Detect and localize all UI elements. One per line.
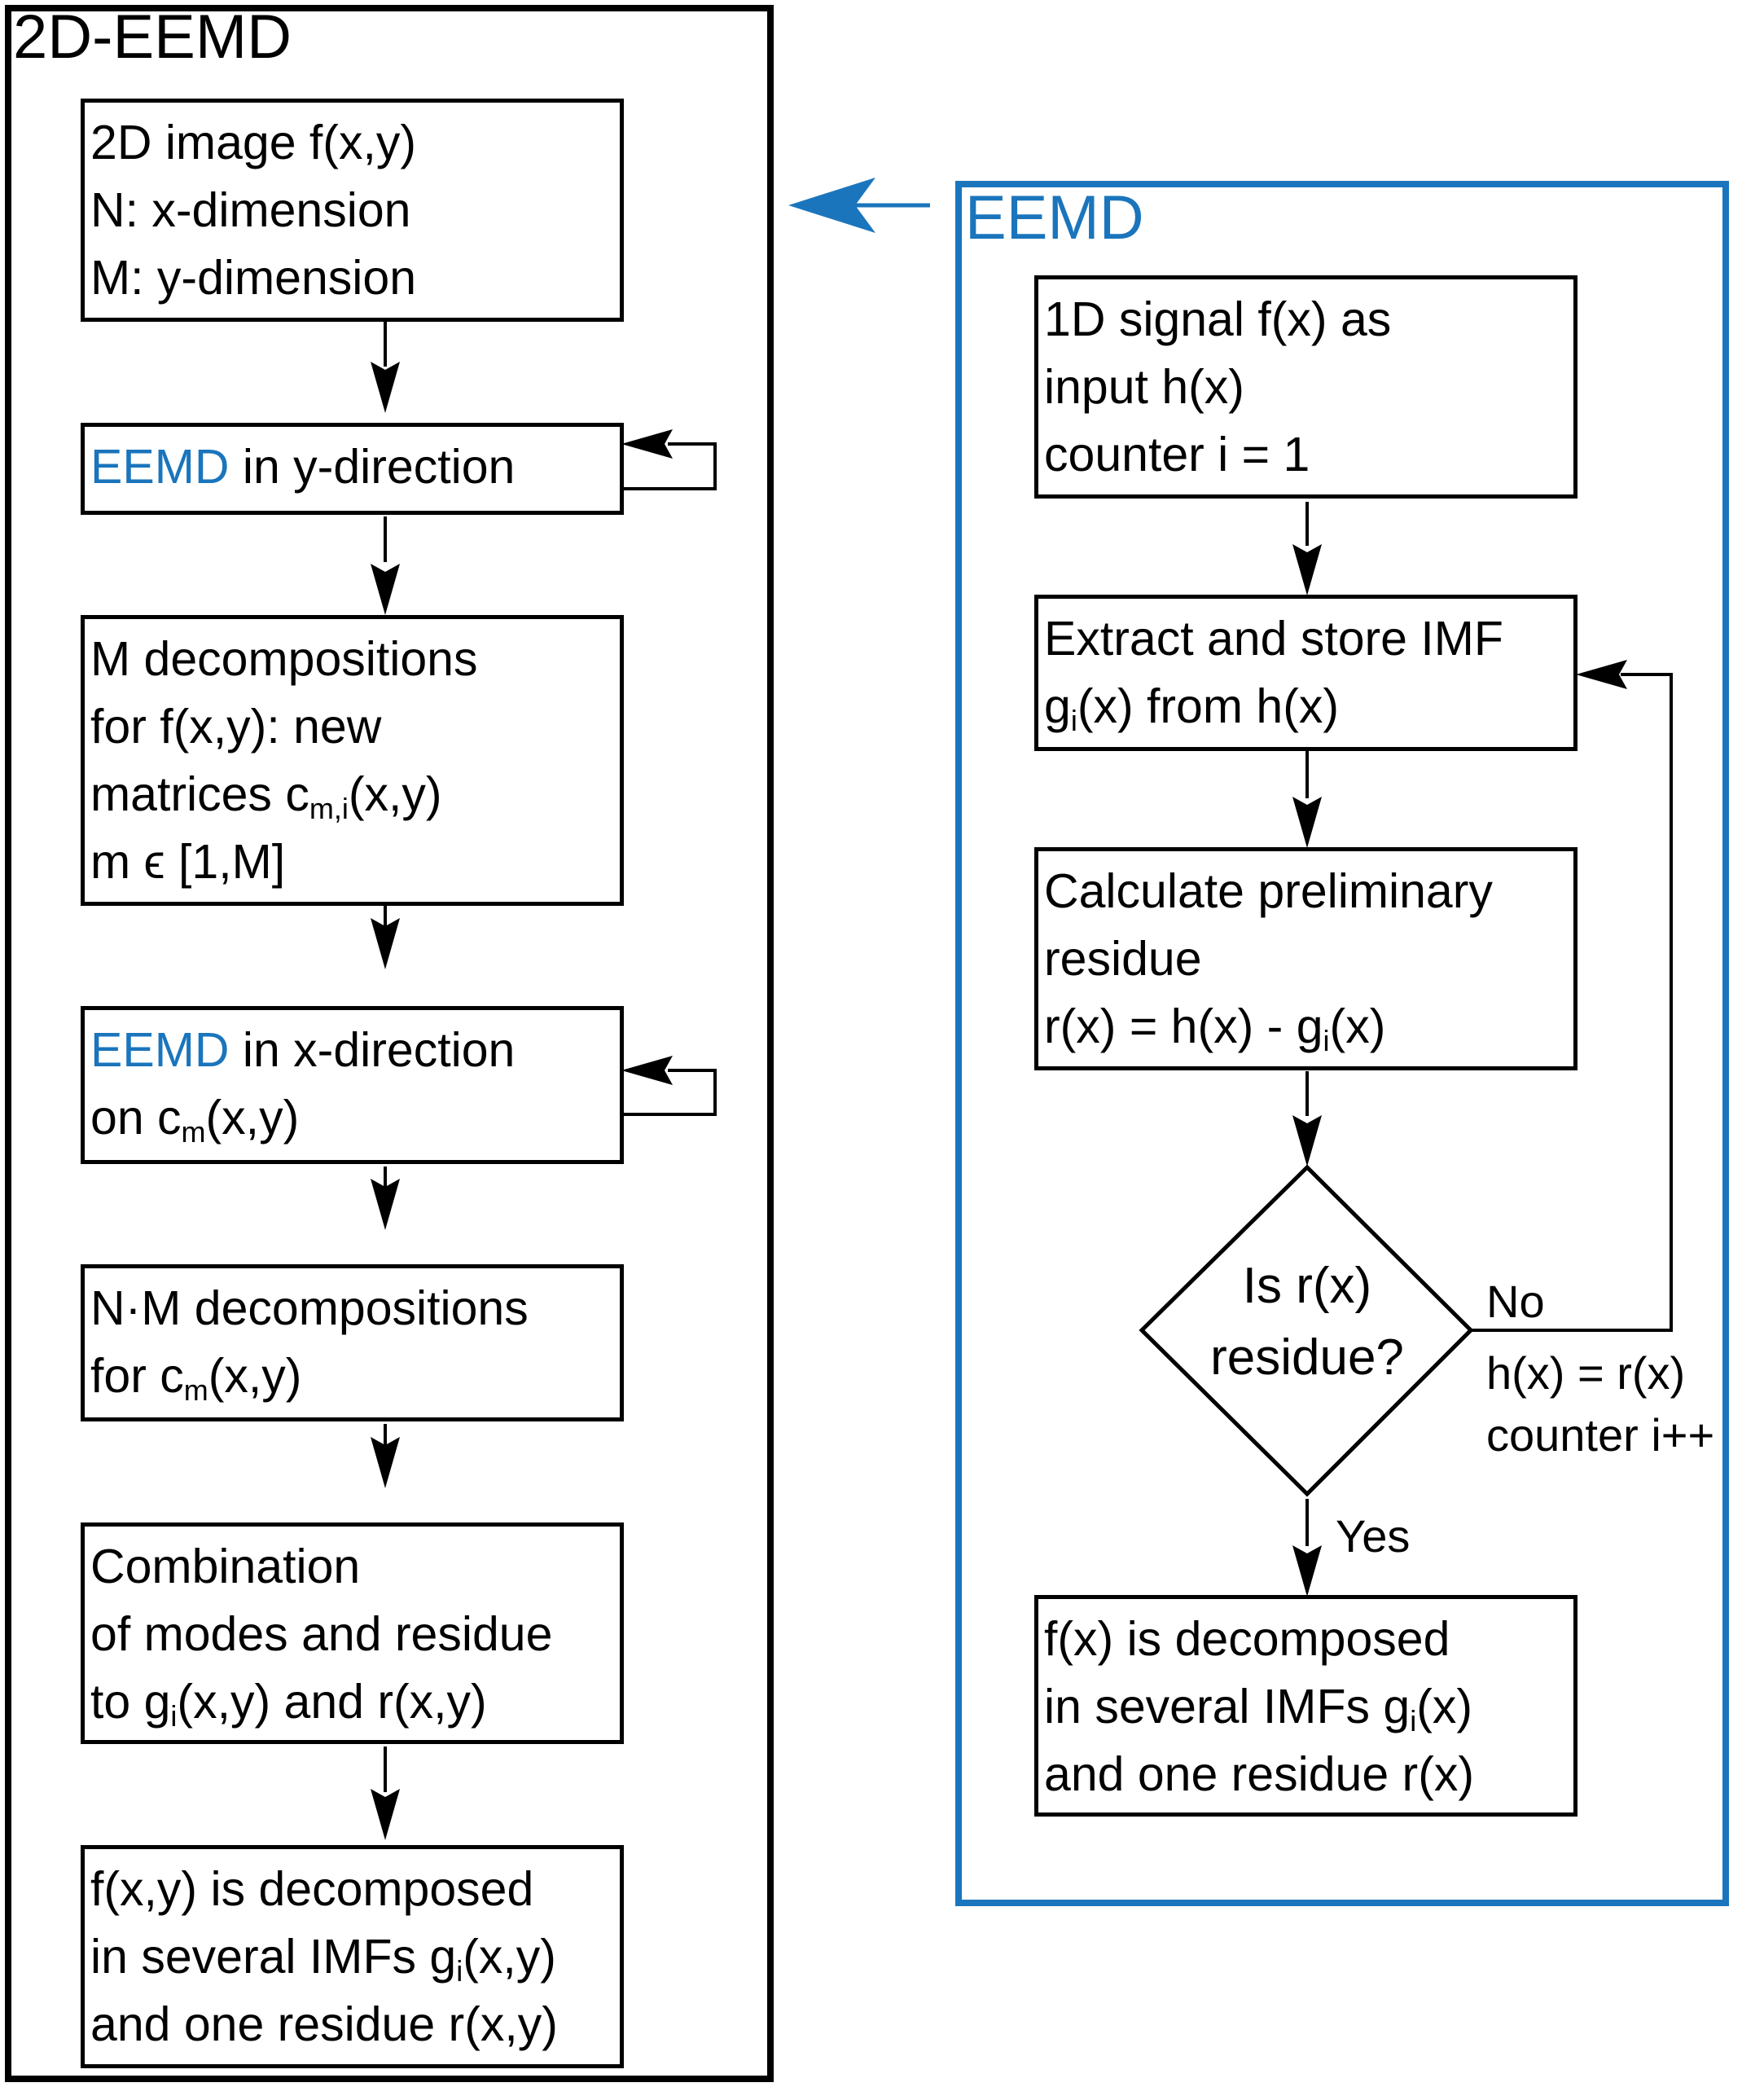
panel-eemd bbox=[955, 181, 1729, 1906]
panel-title-2d-eemd: 2D-EEMD bbox=[13, 2, 292, 72]
eemd-highlight: EEMD bbox=[90, 1023, 230, 1077]
box-eemd-x-direction: EEMD in x-direction on cm(x,y) bbox=[81, 1006, 624, 1164]
box-nm-decompositions: N·M decompositions for cm(x,y) bbox=[81, 1264, 624, 1421]
box-2d-result: f(x,y) is decomposed in several IMFs gi(… bbox=[81, 1845, 624, 2068]
box-1d-signal-input: 1D signal f(x) as input h(x) counter i =… bbox=[1034, 275, 1578, 499]
arrowheads bbox=[371, 178, 1627, 1840]
label-update-counter: counter i++ bbox=[1486, 1409, 1715, 1461]
eemd-highlight: EEMD bbox=[90, 440, 230, 494]
decision-text: Is r(x) residue? bbox=[1210, 1258, 1404, 1386]
box-preliminary-residue: Calculate preliminary residue r(x) = h(x… bbox=[1034, 847, 1578, 1070]
box-m-decompositions: M decompositions for f(x,y): new matrice… bbox=[81, 615, 624, 906]
label-update-h: h(x) = r(x) bbox=[1486, 1347, 1686, 1399]
box-combination: Combination of modes and residue to gi(x… bbox=[81, 1522, 624, 1744]
box-extract-imf: Extract and store IMF gi(x) from h(x) bbox=[1034, 595, 1578, 751]
box-2d-image-input: 2D image f(x,y) N: x-dimension M: y-dime… bbox=[81, 99, 624, 322]
panel-2d-eemd bbox=[5, 5, 774, 2082]
label-no: No bbox=[1486, 1276, 1545, 1327]
label-yes: Yes bbox=[1336, 1510, 1411, 1562]
box-eemd-y-direction: EEMD in y-direction bbox=[81, 423, 624, 515]
box-1d-result: f(x) is decomposed in several IMFs gi(x)… bbox=[1034, 1595, 1578, 1817]
panel-title-eemd: EEMD bbox=[965, 183, 1144, 253]
decision-diamond bbox=[1139, 1164, 1474, 1497]
